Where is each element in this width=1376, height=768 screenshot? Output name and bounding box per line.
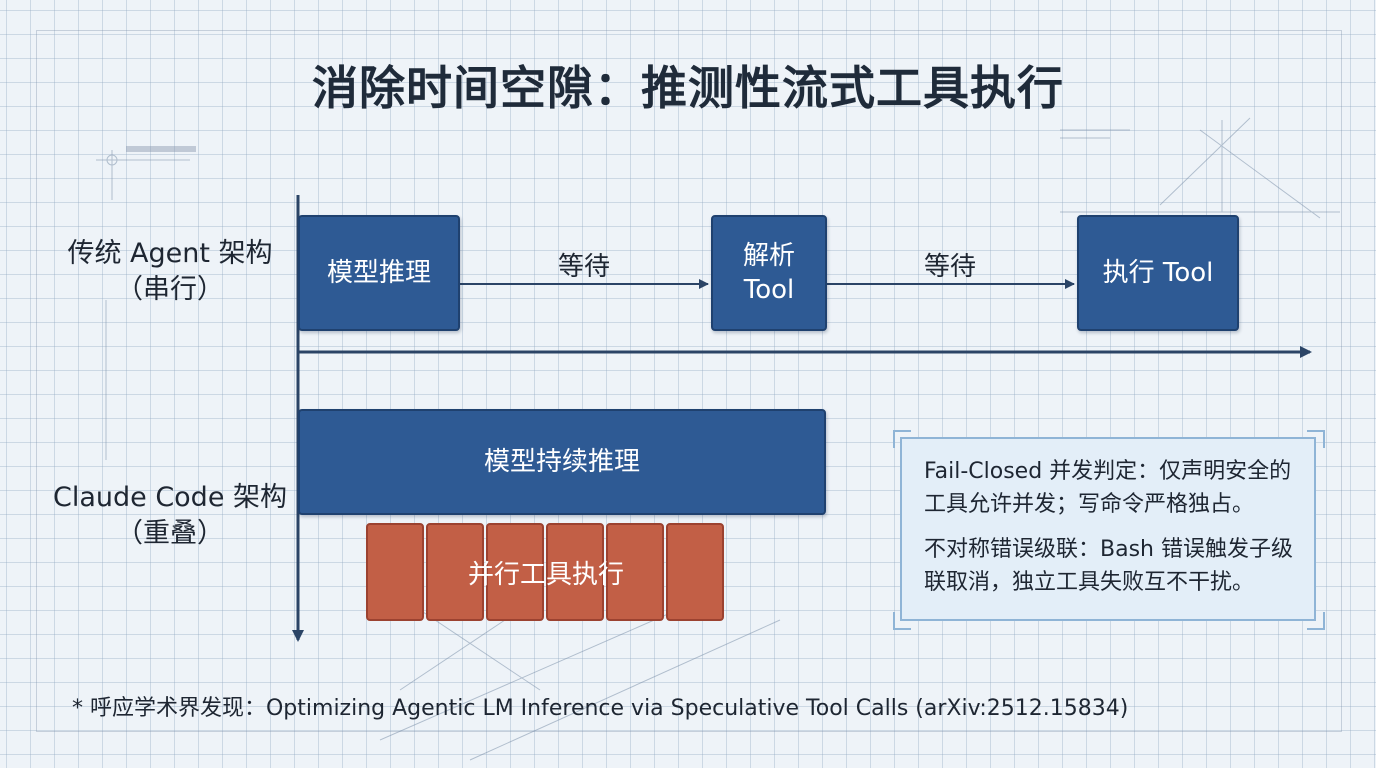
- wait-label-2: 等待: [924, 252, 977, 282]
- parse-tool-box: 解析 Tool: [711, 215, 827, 331]
- parallel-tool-label: 并行工具执行: [467, 559, 624, 590]
- page-title: 消除时间空隙：推测性流式工具执行: [312, 61, 1064, 115]
- parallel-tool-execution: 并行工具执行: [366, 523, 726, 621]
- wait-label-1: 等待: [558, 252, 611, 282]
- note-corner-mark: [893, 612, 911, 630]
- tool-call-block: [546, 523, 604, 621]
- note-corner-mark: [1307, 612, 1325, 630]
- tool-call-block: [486, 523, 544, 621]
- note-corner-mark: [893, 430, 911, 448]
- note-corner-mark: [1307, 430, 1325, 448]
- tool-label: Tool: [743, 275, 795, 305]
- traditional-architecture-label: 传统 Agent 架构 （串行）: [67, 238, 273, 305]
- error-cascade-note: 不对称错误级联：Bash 错误触发子级联取消，独立工具失败互不干扰。: [924, 537, 1293, 595]
- continuous-inference-box: 模型持续推理: [298, 409, 826, 515]
- tool-call-block: [666, 523, 724, 621]
- tool-call-block: [426, 523, 484, 621]
- fail-closed-note: Fail-Closed 并发判定：仅声明安全的工具允许并发；写命令严格独占。: [924, 459, 1292, 517]
- model-inference-box: 模型推理: [298, 215, 460, 331]
- execute-tool-box: 执行 Tool: [1077, 215, 1239, 331]
- tool-call-block: [606, 523, 664, 621]
- footnote: * 呼应学术界发现：Optimizing Agentic LM Inferenc…: [72, 696, 1129, 721]
- tool-call-block: [366, 523, 424, 621]
- concurrency-notes-box: Fail-Closed 并发判定：仅声明安全的工具允许并发；写命令严格独占。 不…: [900, 437, 1316, 621]
- claude-code-architecture-label: Claude Code 架构 （重叠）: [52, 482, 288, 549]
- parse-label: 解析: [742, 241, 795, 271]
